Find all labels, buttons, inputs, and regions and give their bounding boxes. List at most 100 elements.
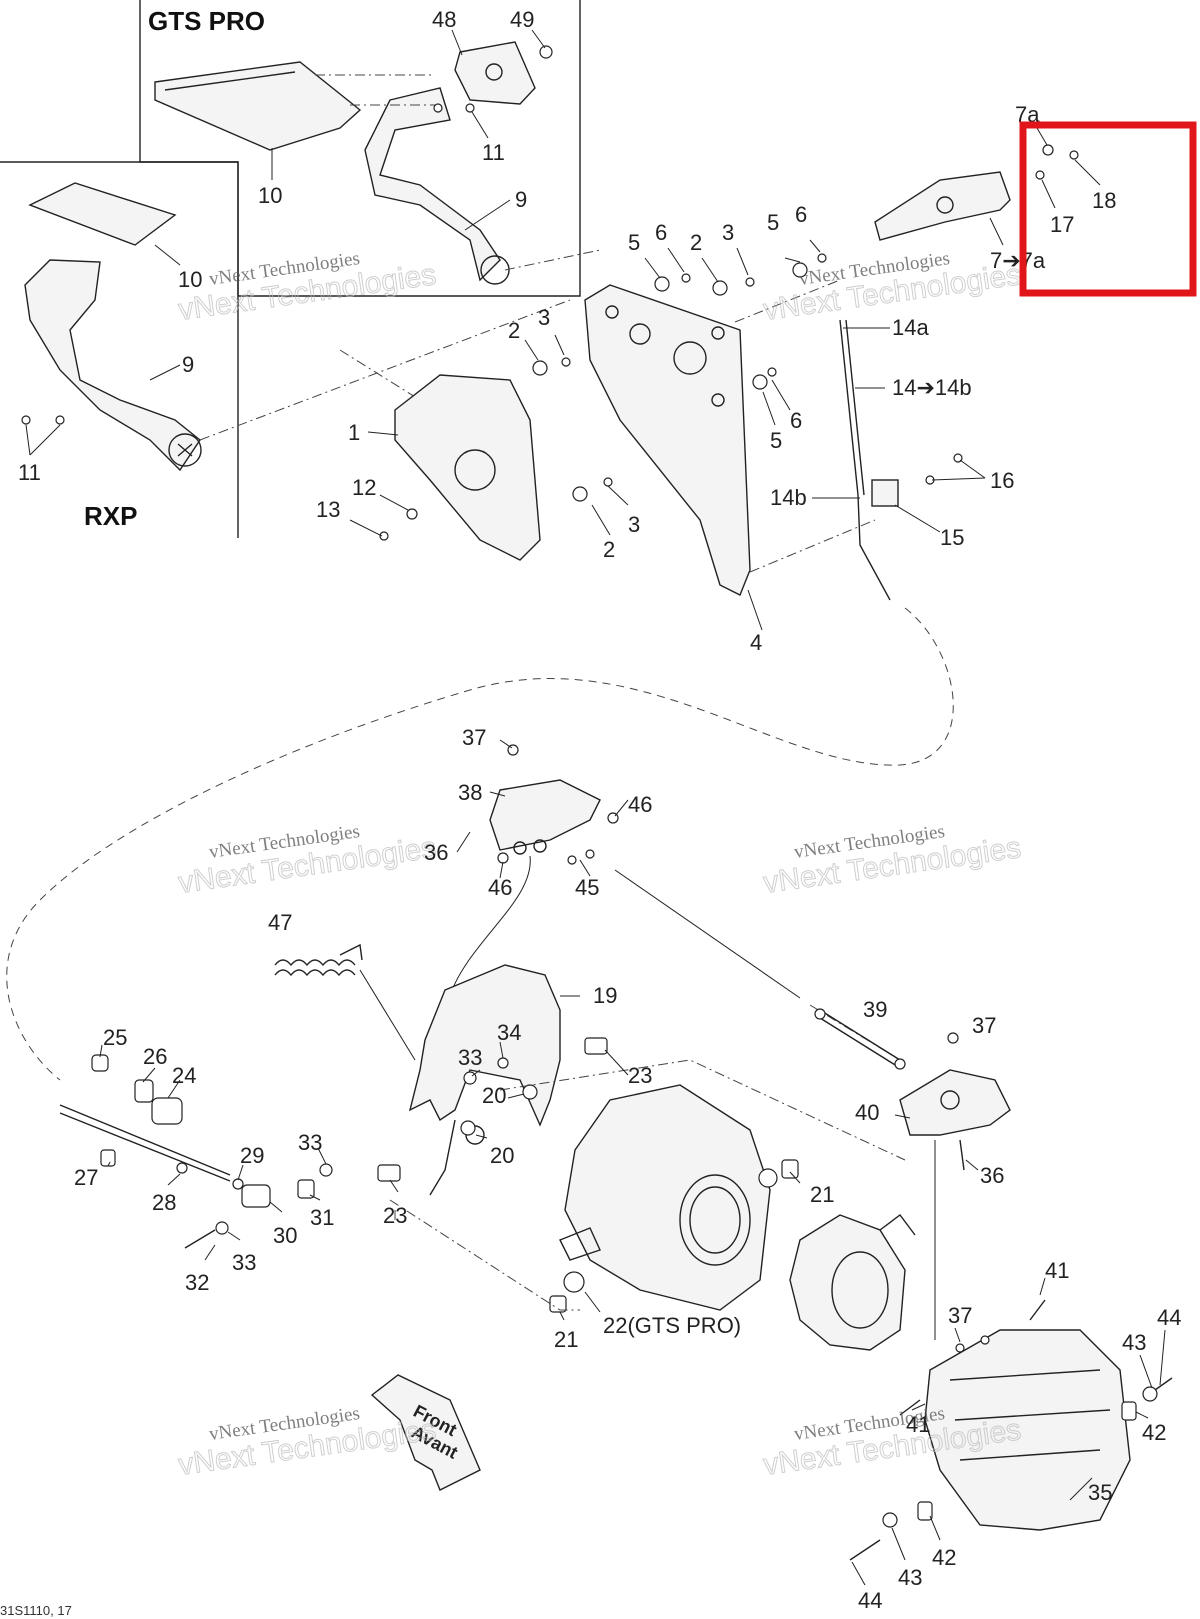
reverse-gate-cover-1	[394, 374, 541, 561]
callout-36b: 36	[980, 1163, 1004, 1188]
callout-3: 3	[722, 220, 734, 245]
callout-15: 15	[940, 525, 964, 550]
callout-46: 46	[628, 792, 652, 817]
callout-33b: 33	[298, 1130, 322, 1155]
watermark-4: vNext Technologies vNext Technologies	[761, 821, 1024, 900]
front-direction-arrow: Front Avant	[370, 1374, 481, 1491]
callout-43b: 43	[898, 1565, 922, 1590]
watermark-1: vNext Technologies vNext Technologies	[176, 248, 439, 327]
callout-34: 34	[497, 1020, 521, 1045]
callout-46b: 46	[488, 875, 512, 900]
callout-4: 4	[750, 630, 762, 655]
callout-44b: 44	[858, 1588, 882, 1613]
callout-41: 41	[1045, 1258, 1069, 1283]
callout-48: 48	[432, 7, 456, 32]
callout-11-rxp: 11	[18, 460, 41, 485]
callout-2: 2	[690, 230, 702, 255]
callout-10: 10	[258, 183, 282, 208]
gts-trim-tab-plate	[154, 61, 362, 151]
callout-14-to-14b: 14➔14b	[892, 375, 972, 400]
callout-42: 42	[1142, 1420, 1166, 1445]
ball-joint-30	[241, 1184, 271, 1208]
steering-bracket-38	[489, 779, 601, 855]
callout-21: 21	[810, 1182, 834, 1207]
gts-mount-bracket-48	[454, 41, 536, 105]
callout-30: 30	[273, 1223, 297, 1248]
callout-41b: 41	[906, 1412, 930, 1437]
callout-25: 25	[103, 1025, 127, 1050]
rxp-title: RXP	[84, 501, 137, 531]
callout-19: 19	[593, 983, 617, 1008]
callout-40: 40	[855, 1100, 879, 1125]
callout-37: 37	[462, 725, 486, 750]
callout-38: 38	[458, 780, 482, 805]
callout-6c: 6	[790, 408, 802, 433]
spring-47	[274, 943, 363, 977]
leader-lines	[25, 29, 1166, 1586]
callout-28: 28	[152, 1190, 176, 1215]
callout-43: 43	[1122, 1330, 1146, 1355]
callout-45: 45	[575, 875, 599, 900]
callout-20: 20	[482, 1083, 506, 1108]
callout-49: 49	[510, 7, 534, 32]
callout-11: 11	[482, 140, 505, 165]
callout-22-gts-pro: 22(GTS PRO)	[603, 1313, 741, 1338]
jet-pump-housing	[559, 1084, 771, 1311]
callout-37c: 37	[948, 1303, 972, 1328]
callout-7-to-7a: 7➔7a	[990, 248, 1046, 273]
highlight-box	[1019, 121, 1197, 297]
callout-3b: 3	[538, 305, 550, 330]
callout-23: 23	[628, 1063, 652, 1088]
callout-14b: 14b	[770, 485, 807, 510]
cable-shift-lever-7	[874, 171, 1011, 241]
shift-cable-14	[839, 319, 899, 601]
callout-39: 39	[863, 997, 887, 1022]
callout-5c: 5	[770, 428, 782, 453]
callout-2c: 2	[603, 537, 615, 562]
callout-3c: 3	[628, 512, 640, 537]
callout-44: 44	[1157, 1305, 1181, 1330]
gts-pro-title: GTS PRO	[148, 6, 265, 36]
callout-13: 13	[316, 497, 340, 522]
figure-code: 31S1110, 17	[0, 1603, 72, 1618]
callout-26: 26	[143, 1044, 167, 1069]
callout-10-rxp: 10	[178, 267, 202, 292]
callout-6b: 6	[795, 202, 807, 227]
callout-18: 18	[1092, 188, 1116, 213]
callout-17: 17	[1050, 212, 1074, 237]
callout-23b: 23	[383, 1203, 407, 1228]
callout-labels: 48 49 11 10 9 10 9 11 7a 18 17 7➔7a 5 6 …	[18, 7, 1181, 1613]
spacer-parts-24-26	[91, 1054, 183, 1167]
callout-42b: 42	[932, 1545, 956, 1570]
gts-trim-bracket-arm	[364, 87, 510, 285]
callout-12: 12	[352, 475, 376, 500]
callout-31: 31	[310, 1205, 334, 1230]
callout-33c: 33	[232, 1250, 256, 1275]
callout-47: 47	[268, 910, 292, 935]
callout-33: 33	[458, 1045, 482, 1070]
callout-14a: 14a	[892, 315, 929, 340]
callout-9: 9	[515, 187, 527, 212]
callout-2b: 2	[508, 318, 520, 343]
reverse-gate-19	[408, 964, 561, 1196]
link-rod-39	[814, 1008, 906, 1070]
callout-5b: 5	[767, 210, 779, 235]
callout-20b: 20	[490, 1143, 514, 1168]
callout-27: 27	[74, 1165, 98, 1190]
venturi-nozzle	[789, 1214, 916, 1351]
callout-29: 29	[240, 1143, 264, 1168]
callout-16: 16	[990, 468, 1014, 493]
reverse-support-plate-4	[584, 284, 751, 596]
steering-arm-40	[899, 1069, 1011, 1136]
steering-rod-27	[59, 1104, 231, 1182]
callout-32: 32	[185, 1270, 209, 1295]
rxp-inset: RXP	[0, 161, 239, 538]
callout-24: 24	[172, 1063, 196, 1088]
reverse-bucket-35	[924, 1329, 1131, 1531]
callout-5: 5	[628, 230, 640, 255]
rxp-trim-tab-plate	[28, 182, 177, 246]
watermark-3: vNext Technologies vNext Technologies	[176, 821, 439, 900]
callout-9-rxp: 9	[182, 352, 194, 377]
callout-21b: 21	[554, 1327, 578, 1352]
